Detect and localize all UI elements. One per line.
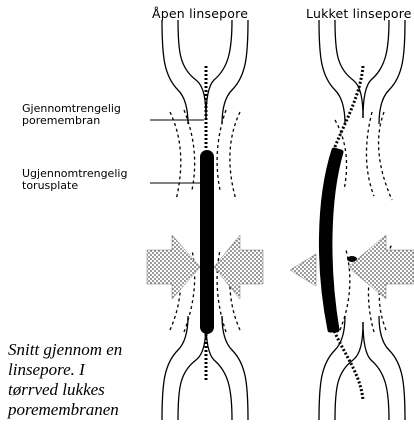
open-pit-cell-wall-upper-left <box>178 20 206 118</box>
title-closed-pit: Lukket linsepore <box>306 6 412 21</box>
label-permeable-membrane: Gjennomtrengelig poremembran <box>22 103 121 127</box>
caption-line-2: linsepore. I <box>8 360 122 380</box>
caption-line-1: Snitt gjennom en <box>8 340 122 360</box>
closed-pit-cell-wall-lower-right-inner <box>379 316 405 420</box>
closed-pit-cell-wall-upper-left <box>335 20 363 118</box>
closed-pit-torus <box>321 150 341 330</box>
open-pit-cell-wall-upper-right <box>206 20 232 118</box>
closed-pit-cell-wall-lower-left <box>335 322 363 420</box>
closed-pit-cell-wall-upper-right-inner <box>379 20 405 124</box>
label-permeable-membrane-line2: poremembran <box>22 114 100 127</box>
open-pit-cell-wall-lower-right <box>206 322 232 420</box>
closed-pit-cell-wall-upper-right <box>363 20 389 118</box>
stippled-arrow-icon <box>290 254 316 286</box>
open-pit-cell-wall-upper-left-inner <box>162 20 188 124</box>
stippled-arrow-icon <box>348 235 414 299</box>
stippled-arrow-icon <box>147 235 200 299</box>
caption-line-4: poremembranen <box>8 400 122 420</box>
caption-line-3: tørrved lukkes <box>8 380 122 400</box>
label-torus-plate: Ugjennomtrengelig torusplate <box>22 168 127 192</box>
title-open-pit: Åpen linsepore <box>152 6 248 21</box>
caption: Snitt gjennom en linsepore. I tørrved lu… <box>8 340 122 420</box>
open-pit-cell-wall-lower-left <box>178 322 206 420</box>
open-pit-torus <box>200 150 214 334</box>
open-pit-cell-wall-upper-right-inner <box>222 20 248 124</box>
closed-pit-chamber-hatch-upper <box>335 112 392 200</box>
stippled-arrow-icon <box>214 235 263 299</box>
closed-pit-cell-wall-lower-right <box>363 322 389 420</box>
label-torus-plate-line2: torusplate <box>22 179 78 192</box>
closed-pit-cell-wall-upper-left-inner <box>319 20 345 124</box>
